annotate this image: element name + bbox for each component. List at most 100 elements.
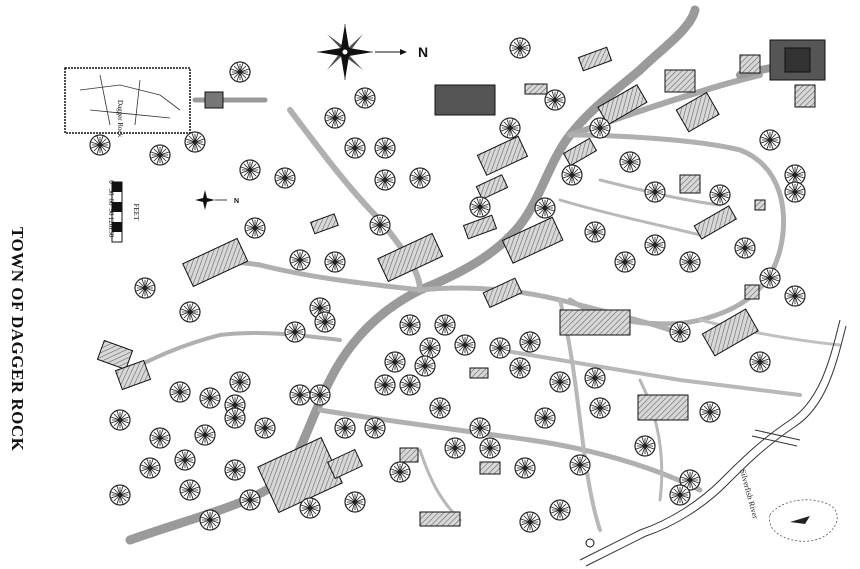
tree-icon [134,277,156,299]
building-compound [257,436,343,514]
compass-rose-icon [317,24,407,80]
building [754,199,766,211]
tree-icon [409,167,431,189]
building [501,216,564,264]
tree-icon [174,449,196,471]
building [562,137,598,167]
building [675,91,720,133]
tree-icon [254,417,276,439]
tree-icon [544,89,566,111]
building [664,69,696,93]
inset-map: Dagger Rock [64,67,191,138]
tree-icon [584,367,606,389]
scale-tick-label: 60 [107,199,115,207]
tree-icon [534,197,556,219]
tree-icon [199,509,221,531]
building [739,54,761,74]
road-east-lower [698,318,842,347]
tree-icon [479,437,501,459]
tree-icon [644,234,666,256]
tree-icon [669,321,691,343]
tree-icon [509,357,531,379]
tree-icon [584,221,606,243]
road-ne-spur2 [558,198,702,237]
tree-icon [614,251,636,273]
tree-icon [354,87,376,109]
tree-icon [239,489,261,511]
building-tower [204,91,224,109]
tree-icon [229,61,251,83]
tree-icon [634,435,656,457]
tree-icon [419,337,441,359]
tree-icon [179,301,201,323]
tree-icon [519,511,541,533]
tree-icon [344,491,366,513]
tree-icon [284,321,306,343]
building [96,339,134,371]
tree-icon [324,107,346,129]
building [482,277,523,309]
scale-unit-label: FEET [132,204,140,221]
tree-icon [149,144,171,166]
tree-icon [759,267,781,289]
building [577,46,613,72]
tree-icon [434,314,456,336]
tree-icon [549,499,571,521]
buildings [96,39,826,527]
scale-tick-label: 120 [107,217,115,228]
building [559,309,631,336]
tree-icon [109,409,131,431]
tree-icon [139,457,161,479]
north-label-small: N [234,198,239,205]
tree-icon [324,251,346,273]
north-label: N [418,44,428,60]
building [597,84,648,126]
tree-icon [514,457,536,479]
road-east-loop [567,132,787,327]
tree-icon [239,159,261,181]
building [679,174,701,194]
tree-icon [289,249,311,271]
tree-icon [169,381,191,403]
tree-icon [374,137,396,159]
tree-icon [509,37,531,59]
tree-icon [589,117,611,139]
dock-marker [585,538,595,548]
tree-icon [589,397,611,419]
scale-tick-label: 30 [107,189,115,197]
building [377,232,444,283]
river-label: Silverfish River [738,468,760,520]
building [326,448,364,480]
road-southwest [128,330,342,372]
building [744,284,760,300]
road-lower [418,448,462,522]
building [399,447,419,463]
tree-icon [364,417,386,439]
building [419,511,461,527]
tree-icon [89,134,111,156]
tree-icon [309,384,331,406]
boat-icon [790,516,810,524]
tree-icon [399,314,421,336]
tree-icon [109,484,131,506]
building [701,308,759,357]
tree-icon [549,371,571,393]
building [182,237,249,288]
building [479,461,501,475]
building [475,174,509,200]
building [693,205,738,240]
map-title: TOWN OF DAGGER ROCK [8,227,27,452]
tree-icon [534,407,556,429]
tree-icon [784,181,806,203]
tree-icon [244,217,266,239]
tree-icon [374,169,396,191]
tree-icon [699,401,721,423]
road-southeast [498,348,802,397]
tree-icon [784,285,806,307]
tree-icon [519,331,541,353]
tree-icon [429,397,451,419]
building-keep-core [784,47,811,73]
building [469,367,489,379]
